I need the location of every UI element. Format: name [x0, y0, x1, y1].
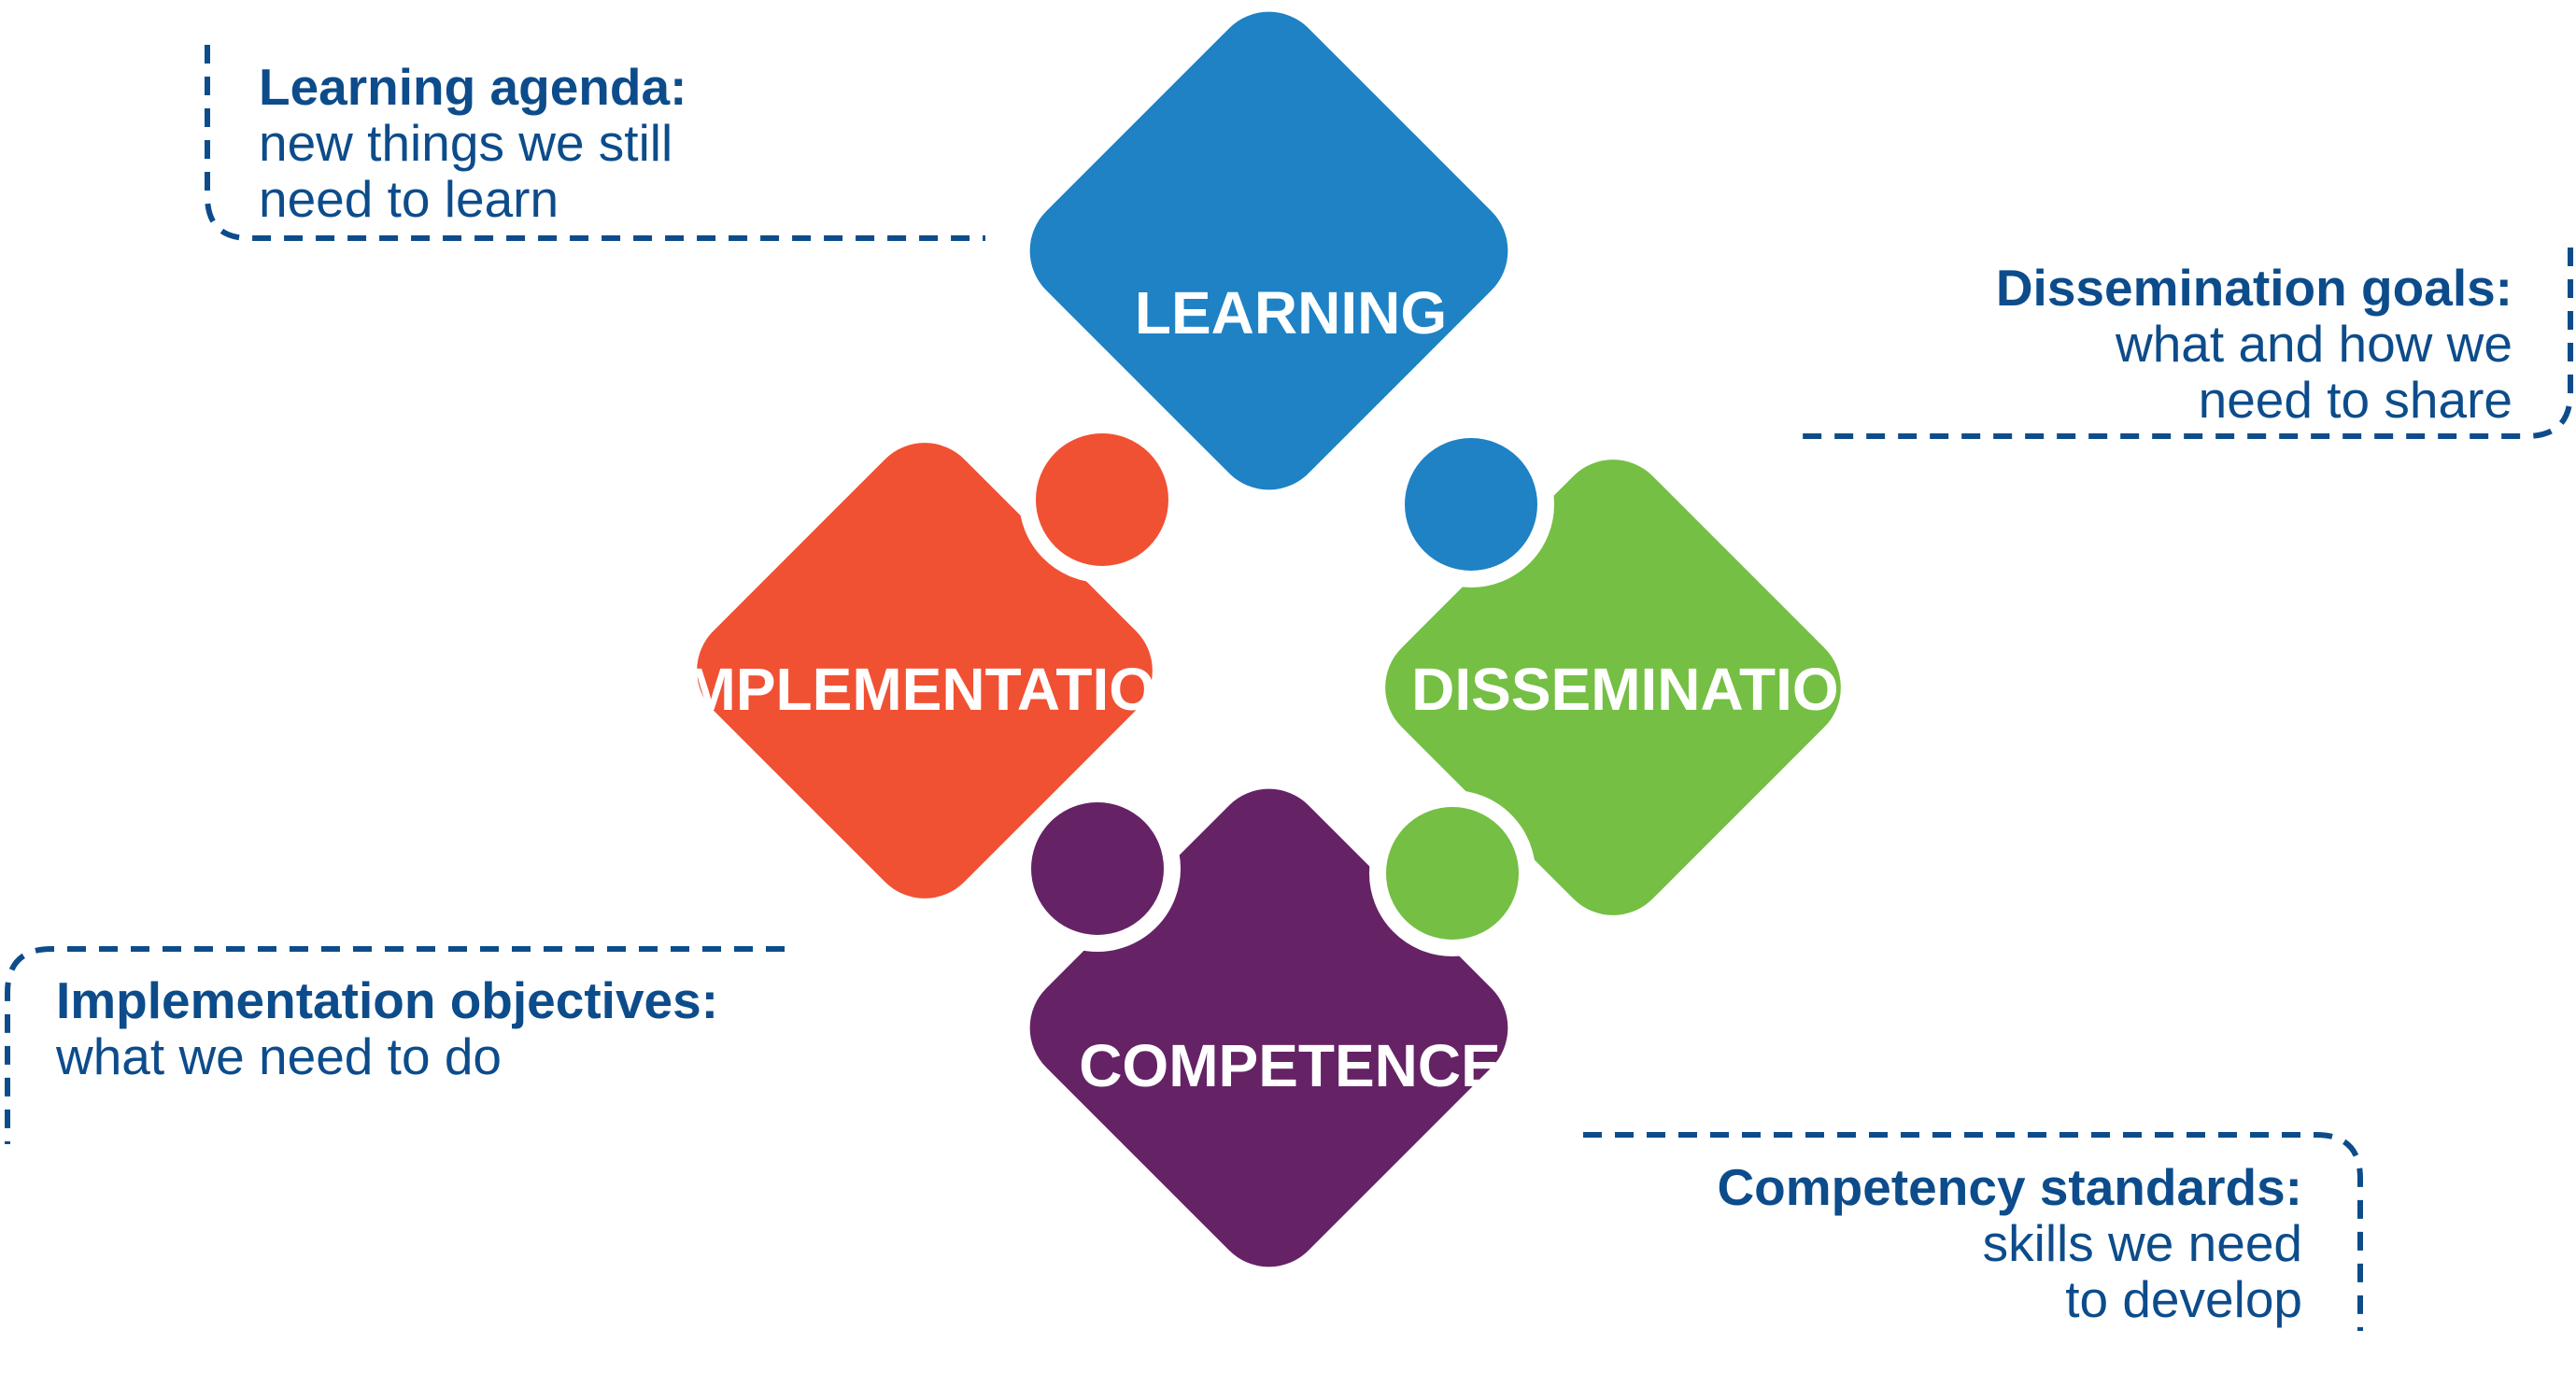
- dissemination-note: Dissemination goals: what and how we nee…: [1996, 259, 2512, 429]
- implementation-label: IMPLEMENTATION: [670, 656, 1198, 723]
- learning-note-line-1: new things we still: [259, 114, 672, 172]
- dissemination-note-line-2: need to share: [2199, 371, 2512, 429]
- competence-knob: [1014, 785, 1181, 952]
- implementation-note-title: Implementation objectives:: [56, 971, 718, 1029]
- implementation-note: Implementation objectives: what we need …: [55, 971, 718, 1085]
- learning-note-title: Learning agenda:: [259, 58, 686, 116]
- competence-note-title: Competency standards:: [1717, 1158, 2302, 1216]
- dissemination-knob: [1369, 790, 1536, 956]
- learning-label: LEARNING: [1135, 279, 1447, 347]
- implementation-note-connector: [5, 946, 785, 1144]
- dissemination-note-title: Dissemination goals:: [1996, 259, 2512, 317]
- implementation-knob: [1019, 417, 1185, 583]
- learning-piece: [1029, 11, 1508, 490]
- dissemination-label: DISSEMINATION: [1411, 656, 1882, 723]
- competence-note-line-2: to develop: [2065, 1270, 2302, 1328]
- learning-knob: [1388, 421, 1554, 587]
- dissemination-note-line-1: what and how we: [2115, 315, 2512, 373]
- competence-note: Competency standards: skills we need to …: [1717, 1158, 2302, 1328]
- implementation-note-line-1: what we need to do: [55, 1027, 502, 1085]
- implementation-piece: [697, 443, 1153, 899]
- competence-note-line-1: skills we need: [1983, 1214, 2302, 1272]
- competence-note-connector: [1583, 1132, 2363, 1331]
- learning-note-line-2: need to learn: [259, 170, 559, 228]
- competence-label: COMPETENCE: [1079, 1032, 1501, 1099]
- learning-note: Learning agenda: new things we still nee…: [259, 58, 686, 228]
